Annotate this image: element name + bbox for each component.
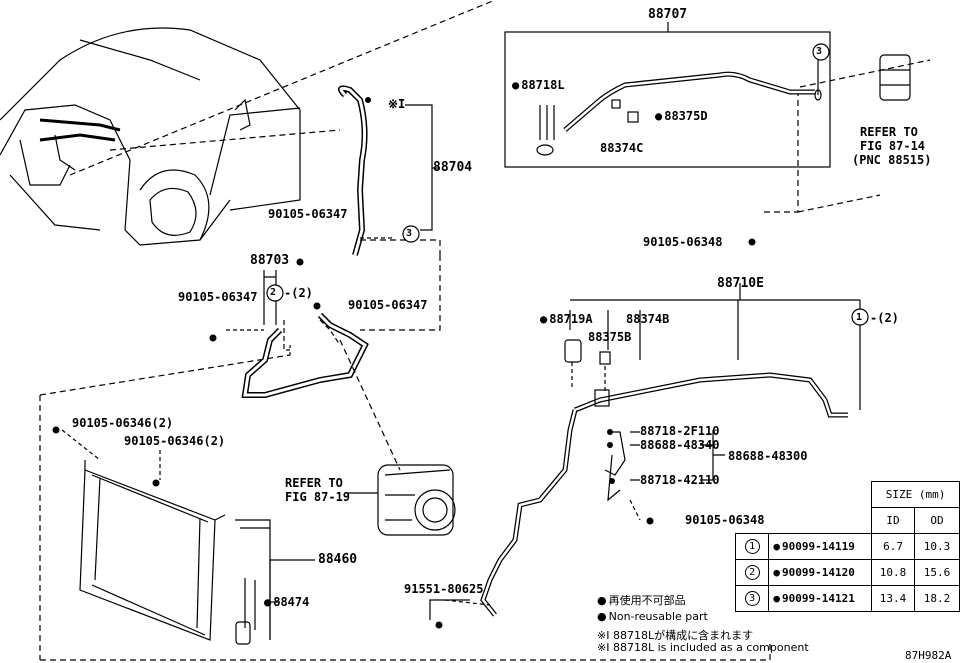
label-88375d: 88375D [655,110,707,123]
label-bolt-bracket: 90105-06348 [685,513,765,527]
row-mark: 3 [744,591,760,606]
refer-compressor-line2: FIG 87-19 [285,490,351,504]
legend-non-reusable-jp: 再使用不可部品 [597,592,686,608]
row-part: 90099-14121 [782,592,855,605]
label-bolt-88704: 90105-06347 [268,207,348,221]
size-table: SIZE (mm) ID OD 1 90099-14119 6.7 10.3 2… [734,481,960,612]
label-bolt-88703-left: 90105-06347 [178,290,258,304]
row-od: 18.2 [913,585,960,612]
label-bolt-condenser-1: 90105-06346(2) [72,416,174,430]
size-row: 1 90099-14119 6.7 10.3 [734,533,960,560]
col-id-header: ID [871,507,915,534]
col-od-header: OD [913,507,960,534]
row-id: 6.7 [871,533,915,560]
legend-non-reusable-en: Non-reusable part [597,610,708,623]
row-part: 90099-14120 [782,566,855,579]
size-row: 2 90099-14120 10.8 15.6 [734,559,960,586]
row-od: 15.6 [913,559,960,586]
circle-2-marker: 2 [270,287,277,298]
circle-2-suffix: -(2) [284,286,313,300]
label-88707: 88707 [648,7,688,22]
refer-receiver-line1: REFER TO [860,125,918,139]
label-bolt-condenser-2: 90105-06346(2) [124,434,226,448]
label-88710e: 88710E [717,276,764,291]
label-88704: 88704 [433,160,473,175]
label-88460: 88460 [318,552,358,567]
label-88718l: 88718L [512,79,564,92]
size-header: SIZE (mm) [871,481,960,508]
row-mark: 2 [744,565,760,580]
note-mark-i: ※I [388,97,406,111]
circle-3-marker-hose: 3 [406,228,413,239]
row-part: 90099-14119 [782,540,855,553]
size-row: 3 90099-14121 13.4 18.2 [734,585,960,612]
label-88718-2f110: 88718-2F110 [640,424,720,438]
circle-3-marker-top: 3 [816,46,823,57]
condenser-illustration [79,460,226,641]
label-88718-42110: 88718-42110 [640,473,720,487]
row-id: 13.4 [871,585,915,612]
label-88688-48300: 88688-48300 [728,449,808,463]
label-88474: 88474 [264,596,309,609]
label-91551-80625: 91551-80625 [404,582,484,596]
circle-1-marker: 1 [856,312,863,323]
label-88719a: 88719A [540,313,592,326]
refer-receiver-line3: (PNC 88515) [852,153,932,167]
legend-note-en: ※I 88718L is included as a component [597,641,809,654]
legend-note-jp: ※I 88718Lが構成に含まれます [597,629,754,642]
label-bolt-88703-right: 90105-06347 [348,298,428,312]
label-88374c: 88374C [600,141,644,155]
row-od: 10.3 [913,533,960,560]
refer-compressor-line1: REFER TO [285,476,343,490]
label-88703: 88703 [250,253,290,268]
compressor-illustration [377,464,456,536]
label-bolt-pipe-top: 90105-06348 [643,235,723,249]
label-88374b: 88374B [626,312,670,326]
circle-1-suffix: -(2) [870,311,899,325]
figure-id: 87H982A [905,649,952,662]
label-88375b: 88375B [588,330,632,344]
vehicle-front-illustration [0,27,301,246]
refer-receiver-line2: FIG 87-14 [860,139,926,153]
row-mark: 1 [744,539,760,554]
row-id: 10.8 [871,559,915,586]
label-88688-48340: 88688-48340 [640,438,720,452]
